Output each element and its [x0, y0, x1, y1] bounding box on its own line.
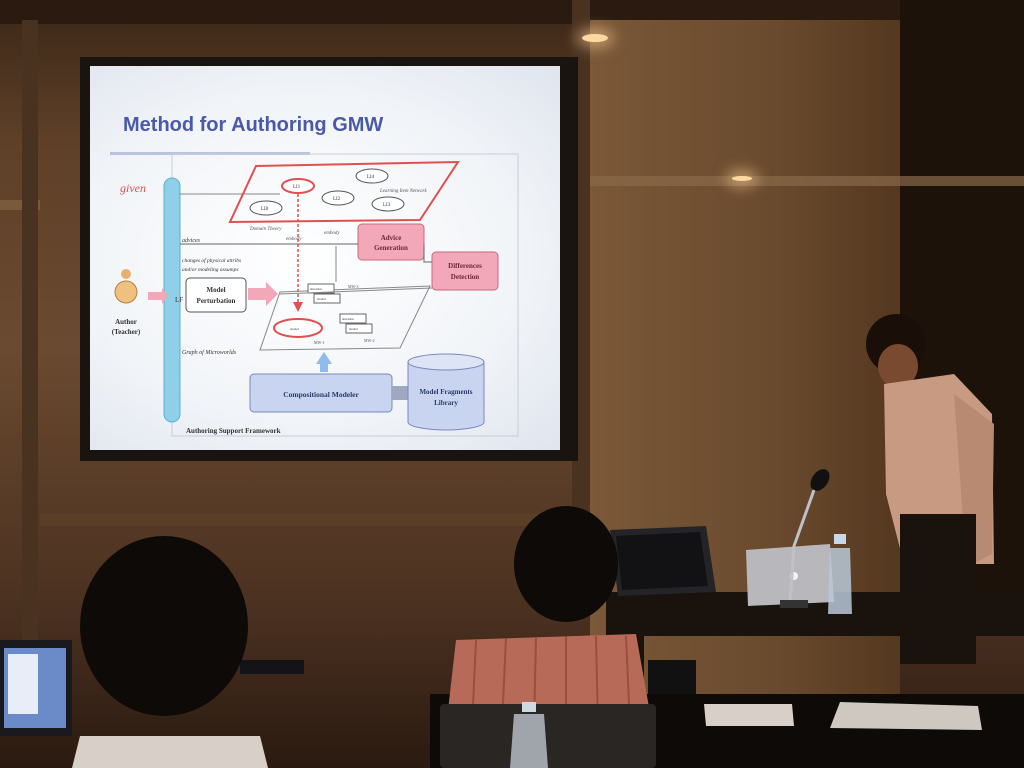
audience-shirt-left — [72, 736, 268, 768]
presenter — [866, 314, 994, 664]
li2-label: LI2 — [333, 197, 341, 202]
perturb-to-diff-line — [279, 287, 433, 295]
domain-theory-label: Domain Theory — [249, 227, 282, 232]
diff-to-advice-arrow — [423, 244, 432, 263]
model-perturbation-label-2: Perturbation — [197, 297, 236, 305]
presenter-arm — [944, 394, 994, 574]
li3-node — [371, 196, 405, 212]
mw2-model-label: model — [349, 327, 358, 331]
differences-detection-box — [431, 251, 499, 291]
lf-label: LF — [175, 296, 183, 304]
mw1-label: MW-1 — [314, 340, 324, 345]
mw3-label: MW-3 — [348, 284, 358, 289]
model-perturbation-box — [185, 277, 247, 313]
advice-generation-box — [357, 223, 425, 261]
audience-member-left — [72, 536, 268, 768]
microworld-graph — [259, 285, 431, 351]
author-label-1: Author — [115, 318, 137, 326]
li4-label: LI4 — [367, 175, 375, 180]
chair-back — [440, 704, 656, 768]
authoring-support-framework-label: Authoring Support Framework — [186, 427, 281, 435]
author-label-2: (Teacher) — [112, 328, 141, 336]
advice-generation-label-2: Generation — [374, 244, 408, 252]
microphone-icon — [810, 469, 830, 491]
audience-head-left — [80, 536, 248, 716]
li3-label: LI3 — [383, 203, 391, 208]
mw3-situation — [307, 283, 335, 294]
learning-item-network-label: Learning Item Network — [379, 189, 427, 194]
mw2-model — [345, 323, 373, 334]
mw1-highlight — [273, 318, 323, 338]
learning-item-network — [228, 160, 460, 224]
audience-head-center — [514, 506, 618, 622]
author-pink-arrow — [148, 288, 168, 304]
cylinder-top — [407, 353, 485, 371]
changes-label-2: and/or modeling assumps — [182, 267, 239, 273]
mw3-model — [313, 293, 341, 304]
changes-label-1: changes of physical attribs — [182, 257, 241, 264]
li1-label: LI1 — [293, 185, 301, 190]
presenter-trousers — [900, 514, 976, 664]
advice-generation-label-1: Advice — [381, 234, 402, 242]
slide-diagram: LF given LI1 LI2 LI4 LI3 LI0 Learning It… — [112, 153, 519, 437]
mw2-situation — [339, 313, 367, 324]
author-figure — [114, 269, 138, 304]
given-label: given — [120, 181, 146, 195]
water-bottle — [828, 534, 852, 614]
library-connector — [392, 386, 408, 400]
slide-title: Method for Authoring GMW — [123, 114, 384, 136]
papers-on-desk — [704, 702, 982, 730]
wall-light-reflection — [732, 176, 752, 181]
compositional-modeler-label: Compositional Modeler — [283, 390, 359, 399]
graph-of-microworlds-label: Graph of Microworlds — [182, 349, 237, 356]
blue-up-arrow — [316, 352, 332, 372]
mw3-model-label: model — [317, 297, 326, 301]
li2-node — [321, 190, 355, 206]
differences-detection-label-2: Detection — [451, 273, 479, 281]
mw3-situation-label: situation — [310, 287, 322, 291]
model-perturbation-label-1: Model — [206, 286, 225, 294]
lower-wall-rail — [40, 514, 590, 526]
presenter-face — [878, 344, 918, 388]
model-fragments-cylinder — [407, 362, 485, 431]
microphone-stand — [780, 469, 830, 608]
li0-node — [249, 200, 283, 216]
audience-member-center — [440, 506, 656, 768]
model-fragments-label-2: Library — [434, 399, 458, 407]
differences-detection-label-1: Differences — [448, 262, 482, 270]
li1-node — [281, 178, 315, 194]
li0-label: LI0 — [261, 207, 269, 212]
embody-label-1: embody — [286, 237, 302, 242]
ceiling-light — [582, 34, 608, 42]
wall-rail — [590, 176, 1024, 186]
audience-laptop — [0, 640, 72, 736]
mw2-situation-label: situation — [342, 317, 354, 321]
audience-desk-left — [240, 660, 304, 674]
mw2-label: MW-2 — [364, 338, 374, 343]
mw1-model-label: model — [290, 327, 299, 331]
advices-label: advices — [182, 238, 201, 244]
embody-label-2: embody — [324, 231, 340, 236]
li4-node — [355, 168, 389, 184]
frame-post-left — [22, 20, 38, 640]
perturbation-pink-arrow — [248, 282, 278, 306]
dashed-arrow-head — [293, 302, 303, 312]
projector-screen: Method for Authoring GMW LF given LI1 LI… — [90, 66, 560, 450]
laptop-open — [610, 526, 716, 596]
wall-rail-left — [0, 200, 40, 210]
model-fragments-label-1: Model Fragments — [419, 388, 472, 396]
water-bottle-audience — [510, 702, 548, 768]
